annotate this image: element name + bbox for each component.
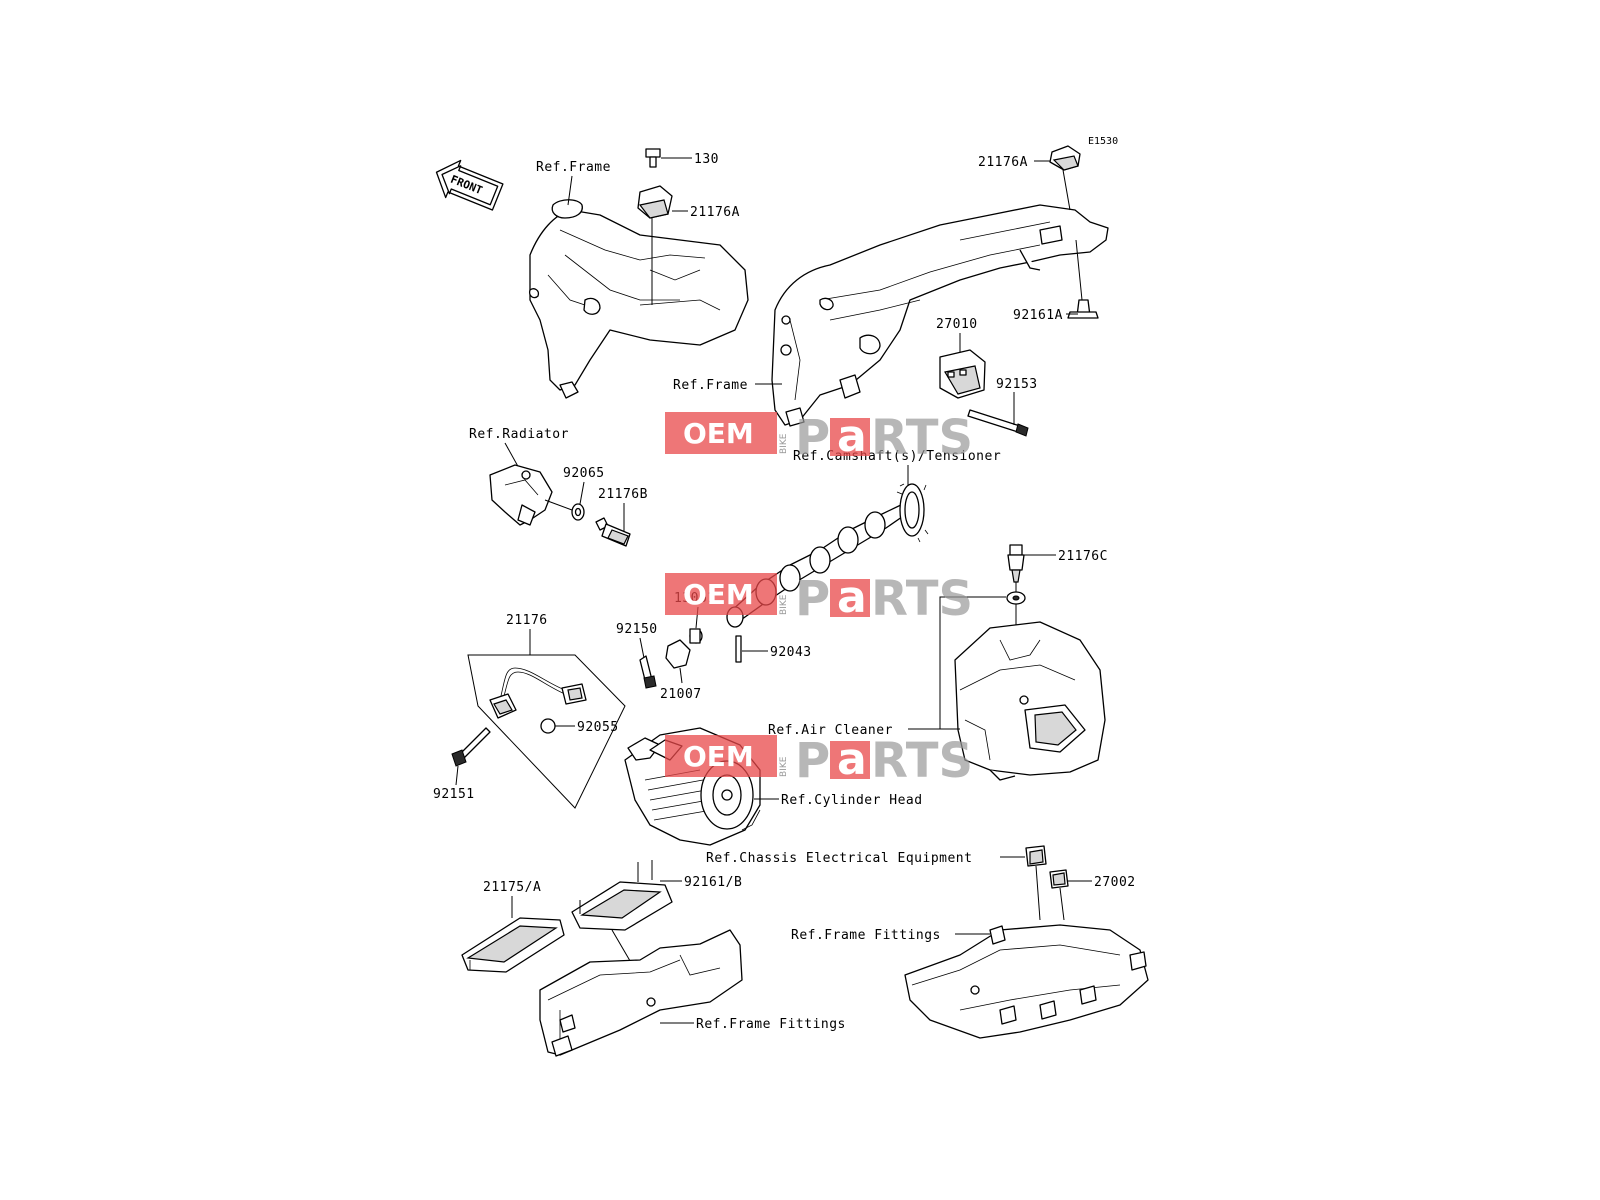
part-92151-label: 92151	[433, 787, 475, 802]
svg-text:BIKE: BIKE	[779, 756, 789, 777]
ref-air-cleaner-label: Ref.Air Cleaner	[768, 723, 893, 738]
bolt-130-icon	[645, 148, 661, 168]
sensor-21176A-right-icon	[1049, 145, 1081, 171]
part-27010-label: 27010	[936, 317, 978, 332]
part-21176A-top-label: 21176A	[690, 205, 740, 220]
svg-text:a: a	[837, 734, 867, 785]
ref-frame-fittings-left-label: Ref.Frame Fittings	[696, 1017, 846, 1032]
svg-text:RTS: RTS	[871, 733, 973, 789]
part-92161A-label: 92161A	[1013, 308, 1063, 323]
svg-text:P: P	[795, 733, 830, 789]
actuator-27010-icon	[939, 349, 986, 399]
frame-fittings-right-illustration	[904, 924, 1149, 1039]
air-cleaner-illustration	[954, 621, 1106, 781]
svg-text:OEM: OEM	[683, 578, 754, 611]
svg-text:a: a	[837, 572, 867, 623]
ref-radiator-label: Ref.Radiator	[469, 427, 569, 442]
pin-92043-icon	[735, 635, 742, 663]
frame-fittings-left-illustration	[539, 929, 743, 1057]
ref-cylinder-head-label: Ref.Cylinder Head	[781, 793, 923, 808]
svg-text:OEM: OEM	[683, 740, 754, 773]
part-21176-label: 21176	[506, 613, 548, 628]
svg-text:RTS: RTS	[871, 410, 973, 466]
part-21007-label: 21007	[660, 687, 702, 702]
sensor-21176C-icon	[1007, 544, 1025, 583]
svg-text:a: a	[837, 411, 867, 462]
part-92055-label: 92055	[577, 720, 619, 735]
damper-92161B-icon	[571, 860, 673, 931]
watermark-logo-1: OEM BIKE P a RTS	[665, 410, 973, 466]
svg-text:OEM: OEM	[683, 417, 754, 450]
part-21176A-right-label: 21176A	[978, 155, 1028, 170]
ref-frame-mid-label: Ref.Frame	[673, 378, 748, 393]
front-arrow-icon: FRONT	[435, 159, 504, 211]
washer-92065-icon	[571, 503, 585, 521]
watermark-logo-2: OEM BIKE P a RTS	[665, 571, 973, 627]
oring-92055-icon	[540, 718, 556, 734]
part-92153-label: 92153	[996, 377, 1038, 392]
relay-27002-icon	[1049, 869, 1069, 889]
radiator-housing-icon	[489, 464, 553, 526]
grommet-icon	[1006, 591, 1026, 605]
ecu-cover-21175A-icon	[461, 917, 565, 973]
relay-icon	[1025, 845, 1047, 867]
harness-21176-icon	[489, 667, 587, 719]
svg-text:BIKE: BIKE	[779, 594, 789, 615]
part-92065-label: 92065	[563, 466, 605, 481]
part-21175A-label: 21175/A	[483, 880, 541, 895]
diagram-code: E1530	[1088, 136, 1118, 147]
ref-frame-fittings-right-label: Ref.Frame Fittings	[791, 928, 941, 943]
sensor-21176B-icon	[595, 517, 631, 547]
frame-center-illustration	[771, 204, 1109, 427]
bolt-92153-icon	[967, 409, 1029, 437]
svg-text:P: P	[795, 571, 830, 627]
bolt-92150-icon	[639, 655, 657, 689]
part-92043-label: 92043	[770, 645, 812, 660]
ref-chassis-electrical-label: Ref.Chassis Electrical Equipment	[706, 851, 972, 866]
sensor-21176A-top-icon	[637, 185, 673, 219]
part-21176B-label: 21176B	[598, 487, 648, 502]
watermark-logo-3: OEM BIKE P a RTS	[665, 733, 973, 789]
bolt-92151-icon	[451, 727, 491, 767]
part-92161B-label: 92161/B	[684, 875, 742, 890]
sensor-21007-icon	[665, 639, 691, 669]
part-130-label: 130	[694, 152, 719, 167]
svg-text:P: P	[795, 410, 830, 466]
pin-13061-icon	[689, 628, 703, 644]
frame-left-illustration	[528, 199, 749, 399]
part-27002-label: 27002	[1094, 875, 1136, 890]
part-21176C-label: 21176C	[1058, 549, 1108, 564]
ref-frame-left-label: Ref.Frame	[536, 160, 611, 175]
svg-text:BIKE: BIKE	[779, 433, 789, 454]
part-92150-label: 92150	[616, 622, 658, 637]
svg-text:RTS: RTS	[871, 571, 973, 627]
